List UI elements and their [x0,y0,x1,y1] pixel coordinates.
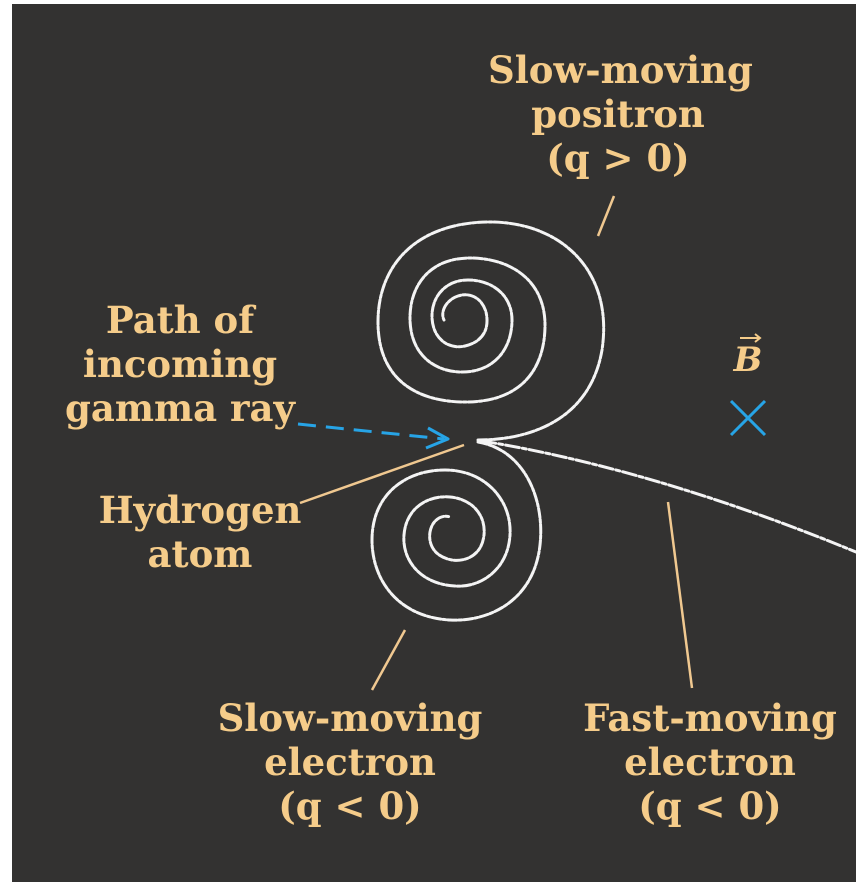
hydrogen-label-line2: atom [90,532,310,576]
gamma-label-line1: Path of [60,298,300,342]
positron-label-line3: (q > 0) [488,136,748,180]
fast-electron-label-line1: Fast-moving [580,696,840,740]
positron-leader-line [598,196,614,236]
fast-electron-track [482,441,856,552]
fast-electron-label: Fast-moving electron (q < 0) [580,696,840,828]
positron-label-line1: Slow-moving [488,48,748,92]
gamma-label-line3: gamma ray [60,386,300,430]
hydrogen-atom-label: Hydrogen atom [90,488,310,576]
hydrogen-leader-line [300,445,464,503]
fast-electron-leader-line [668,502,692,688]
positron-label: Slow-moving positron (q > 0) [488,48,748,180]
hydrogen-label-line1: Hydrogen [90,488,310,532]
positron-label-line2: positron [488,92,748,136]
fast-electron-label-line2: electron [580,740,840,784]
field-into-page-cross-icon [731,401,765,435]
gamma-ray-arrow-shaft [298,424,444,439]
gamma-ray-arrowhead-icon [426,428,448,448]
gamma-ray-label: Path of incoming gamma ray [60,298,300,430]
magnetic-field-symbol: B [728,340,768,380]
slow-electron-label: Slow-moving electron (q < 0) [215,696,485,828]
slow-electron-label-line3: (q < 0) [215,784,485,828]
slow-electron-label-line1: Slow-moving [215,696,485,740]
positron-track [378,222,604,440]
gamma-label-line2: incoming [60,342,300,386]
slow-electron-label-line2: electron [215,740,485,784]
fast-electron-label-line3: (q < 0) [580,784,840,828]
slow-electron-leader-line [372,630,405,690]
